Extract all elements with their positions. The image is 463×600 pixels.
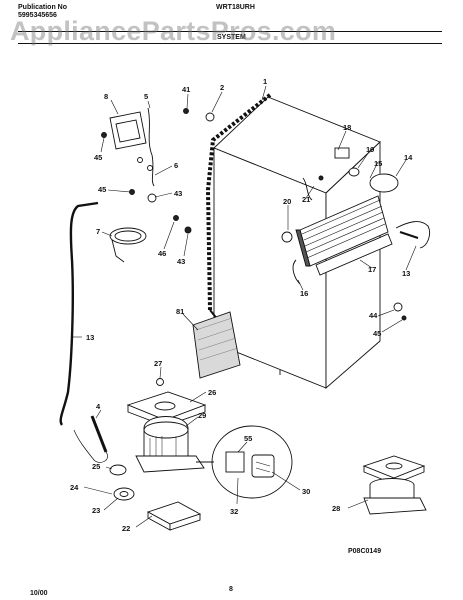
callout: 41 (182, 85, 190, 94)
cover-part-8 (109, 111, 147, 150)
callout: 28 (332, 504, 340, 513)
compressor-assembly (362, 455, 427, 515)
cabinet-wires (292, 177, 313, 285)
callout: 18 (343, 123, 351, 132)
callout: 20 (283, 197, 291, 206)
callout: 13 (402, 269, 410, 278)
thermistor (395, 221, 431, 249)
callout: 5 (144, 92, 148, 101)
callout: 26 (208, 388, 216, 397)
callout: 44 (369, 311, 378, 320)
callout: 13 (86, 333, 94, 342)
callout: 2 (220, 83, 224, 92)
callout: 25 (92, 462, 100, 471)
callout: 21 (302, 195, 310, 204)
callout: 43 (174, 189, 182, 198)
callout: 45 (373, 329, 381, 338)
callout: 46 (158, 249, 166, 258)
callout: 23 (92, 506, 100, 515)
fan-motor (334, 147, 399, 193)
callout: 22 (122, 524, 130, 533)
callout: 17 (368, 265, 376, 274)
mounting-bracket (146, 501, 202, 531)
leader-lines (72, 85, 417, 528)
grommets (109, 464, 135, 501)
footer-date: 10/00 (30, 590, 48, 597)
callout: 15 (374, 159, 382, 168)
section-title: SYSTEM (217, 34, 246, 41)
callout: 19 (366, 145, 374, 154)
cabinet (213, 96, 381, 389)
callout: 24 (70, 483, 79, 492)
page-number: 8 (229, 586, 233, 593)
callout: 8 (104, 92, 108, 101)
wire-harness-5 (137, 107, 155, 187)
compressor (135, 416, 205, 473)
screws (101, 108, 407, 386)
callout: 30 (302, 487, 310, 496)
callout: 7 (96, 227, 100, 236)
callout: 43 (177, 257, 185, 266)
drier (73, 415, 108, 463)
callout: 16 (300, 289, 308, 298)
callout: 32 (230, 507, 238, 516)
callout: 29 (198, 411, 206, 420)
publication-label: Publication No (18, 4, 67, 11)
callout: 4 (96, 402, 101, 411)
insulation-pad (192, 311, 241, 379)
publication-number: 5995345656 (18, 12, 57, 19)
header-rule-bottom (18, 43, 442, 44)
condenser-coil (295, 195, 393, 276)
callout: 45 (98, 185, 106, 194)
callout: 27 (154, 359, 162, 368)
drawing-code: P08C0149 (348, 548, 382, 555)
cord-7 (109, 227, 147, 263)
capillary-tube (59, 201, 99, 426)
watermark: AppliancePartsPros.com (10, 16, 337, 46)
header-rule-top (18, 31, 442, 32)
callout: 45 (94, 153, 102, 162)
callout: 1 (263, 77, 267, 86)
callout: 14 (404, 153, 413, 162)
callout: 81 (176, 307, 184, 316)
callout-labels: 1 2 41 8 5 45 6 45 43 7 46 43 18 19 15 1… (70, 77, 413, 533)
callout: 55 (244, 434, 252, 443)
callout: 6 (174, 161, 178, 170)
relay-detail (196, 425, 293, 499)
model-number: WRT18URH (216, 4, 255, 11)
